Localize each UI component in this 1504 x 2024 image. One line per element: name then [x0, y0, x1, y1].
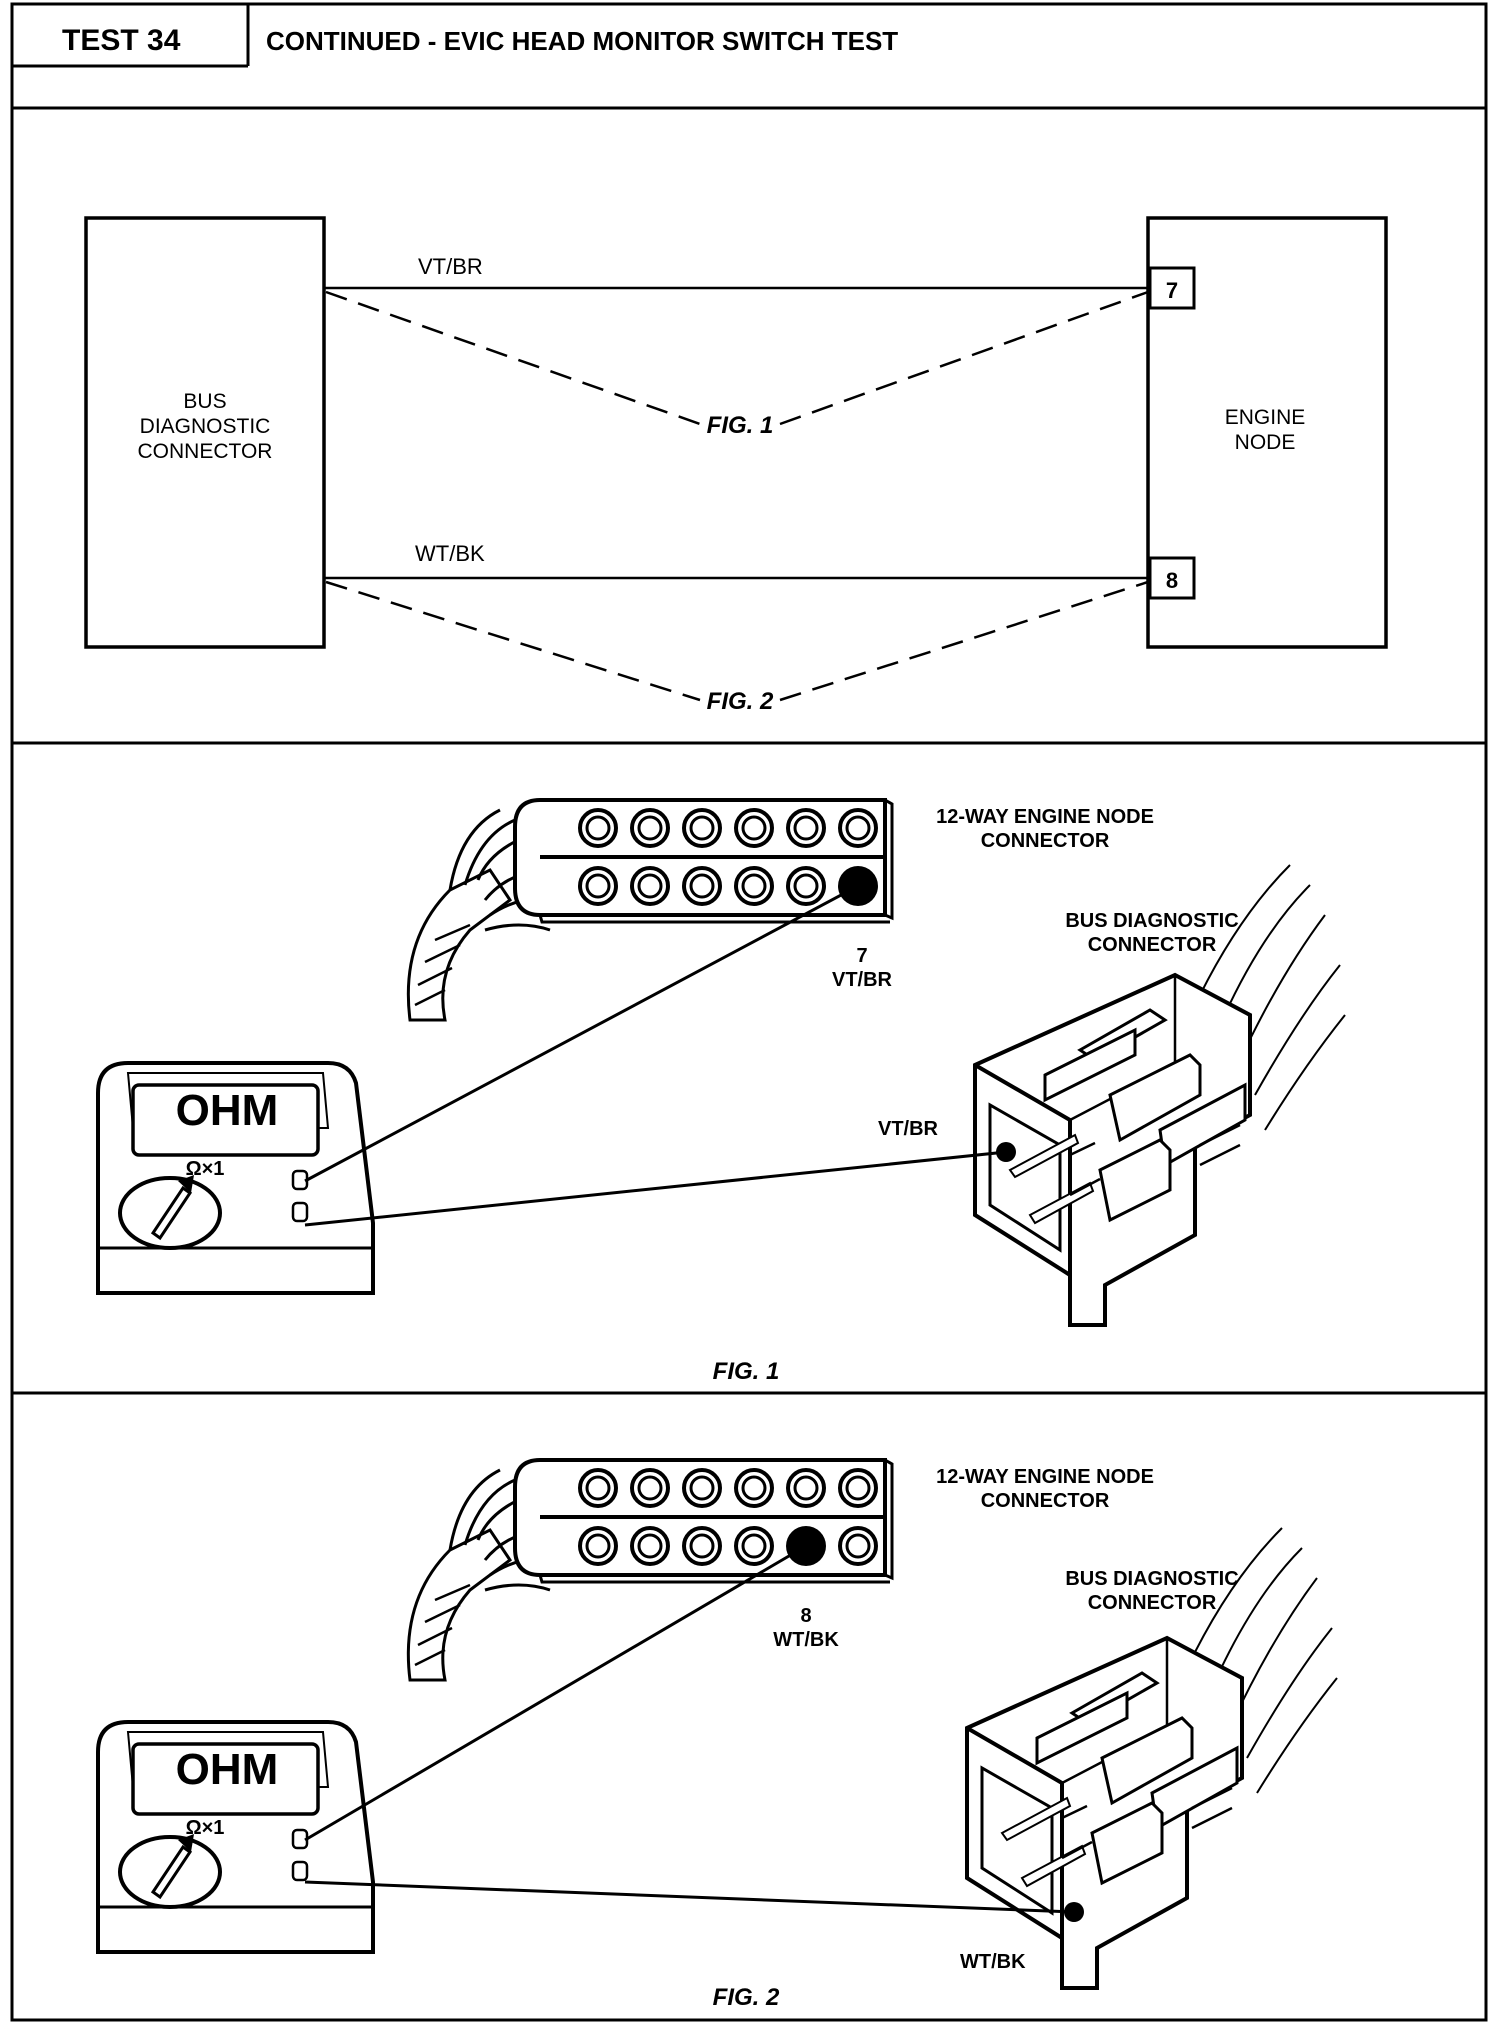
wire-top-label: VT/BR	[418, 254, 483, 279]
fig2-meter-display: OHM	[176, 1745, 279, 1794]
pin-8-box	[1148, 556, 1196, 600]
fig2-node-label-1: 12-WAY ENGINE NODE	[936, 1466, 1154, 1488]
fig1-meter-range: Ω×1	[186, 1158, 225, 1180]
fig2-bus-label-2: CONNECTOR	[1088, 1592, 1217, 1614]
fig1-caption: FIG. 1	[713, 1358, 780, 1385]
fig2-bus-wire: WT/BK	[960, 1951, 1026, 1973]
test-label: TEST 34	[62, 24, 181, 57]
fig1-meter-display: OHM	[176, 1086, 279, 1135]
bus-box-line-2: DIAGNOSTIC	[140, 415, 271, 438]
pin-7-label: 7	[1166, 278, 1178, 303]
fig1-test-path	[325, 290, 1149, 426]
fig1-bus-wire: VT/BR	[878, 1118, 939, 1140]
fig2-caption: FIG. 2	[713, 1984, 780, 2011]
bus-diagnostic-box	[84, 216, 326, 649]
engine-node-connector-1	[406, 798, 894, 1022]
engine-box-line-2: NODE	[1235, 431, 1296, 454]
wire-bottom-label: WT/BK	[415, 541, 485, 566]
fig1-test-lead-a	[304, 884, 859, 1183]
fig2-test-path	[325, 580, 1149, 702]
fig2-test-lead-b	[304, 1880, 1075, 1914]
fig1-pin-number: 7	[856, 945, 867, 967]
fig2-node-label-2: CONNECTOR	[981, 1490, 1110, 1512]
pin-8-label: 8	[1166, 568, 1178, 593]
schematic: BUS DIAGNOSTIC CONNECTOR ENGINE NODE 7 8…	[12, 216, 1486, 745]
engine-box-line-1: ENGINE	[1225, 406, 1306, 429]
page-border	[10, 2, 1488, 2022]
fig1-ref: FIG. 1	[707, 412, 774, 439]
page-title: CONTINUED - EVIC HEAD MONITOR SWITCH TES…	[266, 26, 898, 56]
fig2-bus-label-1: BUS DIAGNOSTIC	[1065, 1568, 1238, 1590]
figure-2: 12-WAY ENGINE NODE CONNECTOR 8 WT/BK BUS…	[96, 1458, 1339, 2011]
fig2-ref: FIG. 2	[707, 688, 774, 715]
bus-box-line-1: BUS	[183, 390, 226, 413]
fig2-pin-number: 8	[800, 1605, 811, 1627]
fig1-node-label-1: 12-WAY ENGINE NODE	[936, 806, 1154, 828]
figure-1: 12-WAY ENGINE NODE CONNECTOR 7 VT/BR BUS…	[12, 798, 1486, 1395]
fig1-pin-wire: VT/BR	[832, 969, 893, 991]
fig1-node-label-2: CONNECTOR	[981, 830, 1110, 852]
fig1-bus-label-1: BUS DIAGNOSTIC	[1065, 910, 1238, 932]
fig2-meter-range: Ω×1	[186, 1817, 225, 1839]
fig1-test-lead-b	[304, 1150, 1007, 1227]
bus-box-line-3: CONNECTOR	[138, 440, 273, 463]
fig1-bus-label-2: CONNECTOR	[1088, 934, 1217, 956]
engine-node-box	[1146, 216, 1388, 649]
fig2-test-lead-a	[304, 1544, 807, 1842]
header: TEST 34 CONTINUED - EVIC HEAD MONITOR SW…	[12, 4, 1486, 110]
fig2-pin-wire: WT/BK	[773, 1629, 839, 1651]
